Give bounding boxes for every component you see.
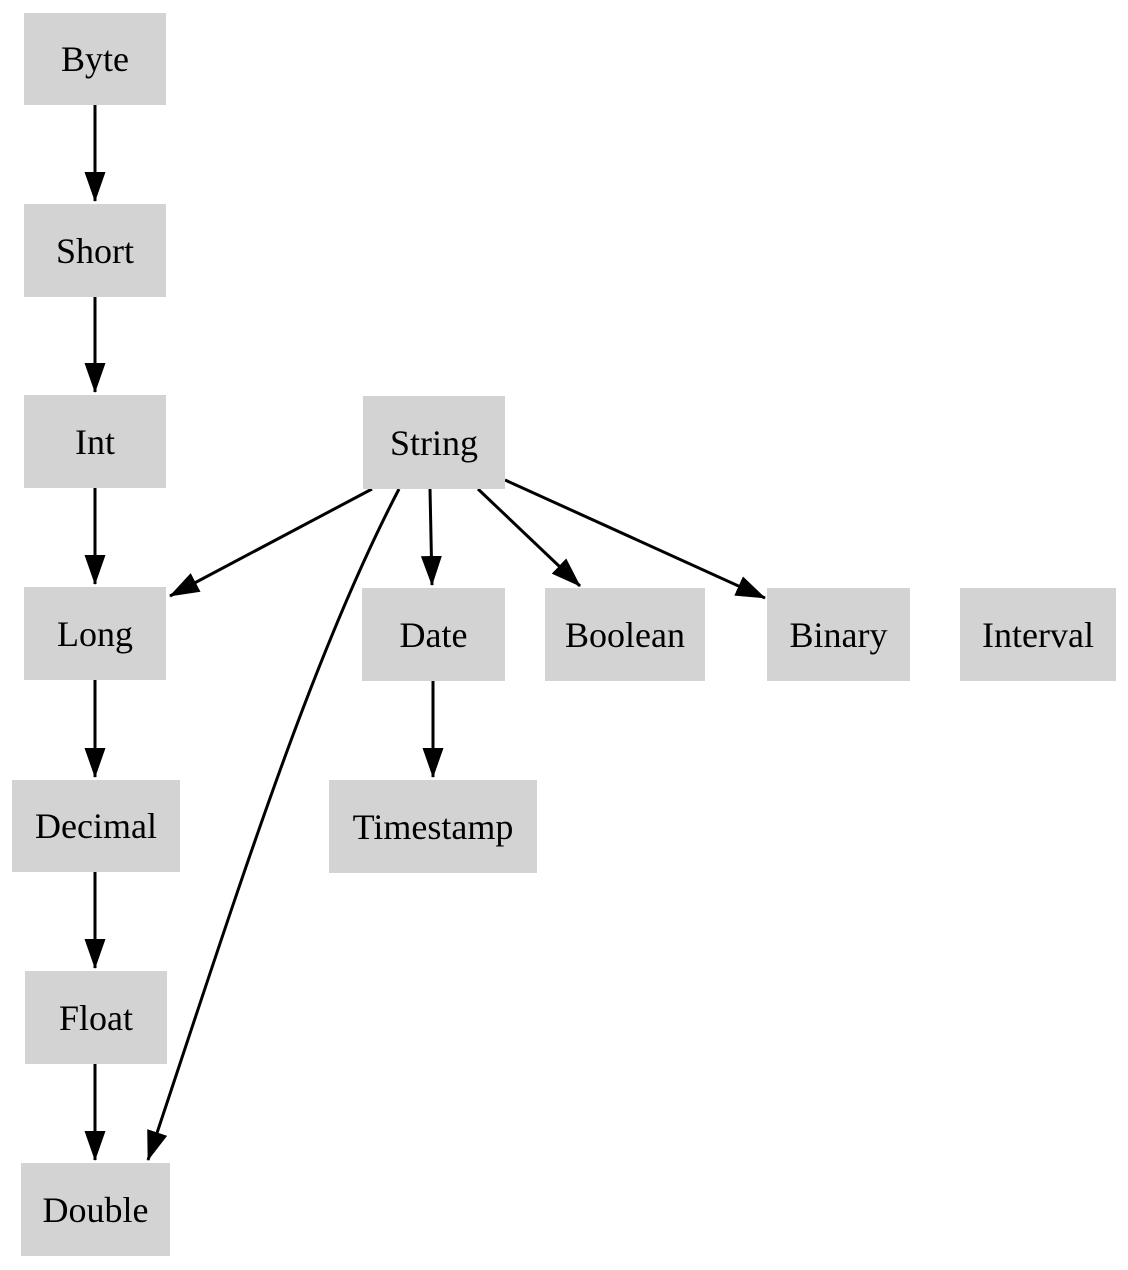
edge-string-date <box>420 488 442 586</box>
edge-string-binary <box>504 478 766 600</box>
node-float: Float <box>25 971 167 1064</box>
node-short: Short <box>24 204 166 297</box>
node-string: String <box>363 396 505 489</box>
node-long: Long <box>24 587 166 680</box>
node-binary: Binary <box>767 588 910 681</box>
node-boolean: Boolean <box>545 588 705 681</box>
node-timestamp: Timestamp <box>329 780 537 873</box>
node-date: Date <box>362 588 505 681</box>
node-byte: Byte <box>24 13 166 105</box>
edge-string-boolean <box>476 487 582 588</box>
node-decimal: Decimal <box>12 780 180 872</box>
edge-string-double <box>146 488 401 1161</box>
node-double: Double <box>21 1163 170 1256</box>
node-interval: Interval <box>960 588 1116 681</box>
node-int: Int <box>24 395 166 488</box>
edge-string-long <box>169 487 373 598</box>
